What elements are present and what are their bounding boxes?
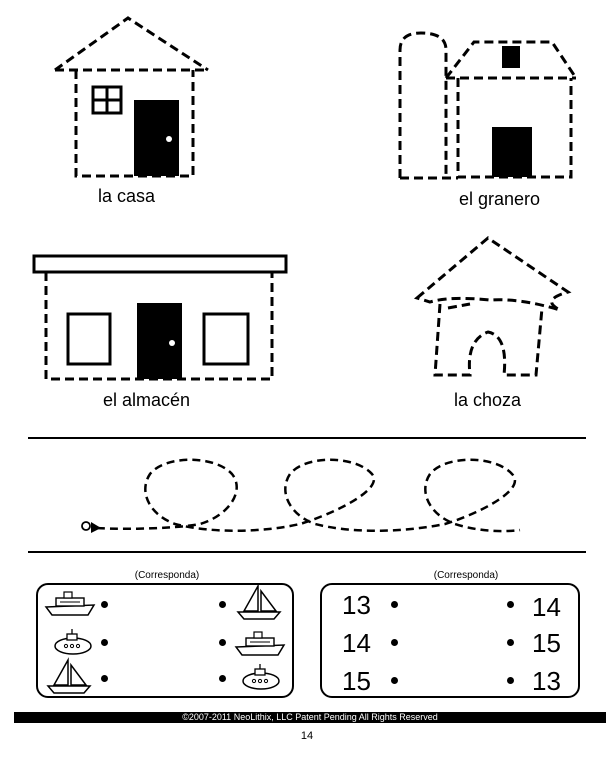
dot-left-number-1[interactable] <box>391 601 398 608</box>
house-label-almacen: el almacén <box>103 390 191 410</box>
sailboat-icon <box>46 657 92 694</box>
dot-right-number-1[interactable] <box>507 601 514 608</box>
dot-left-picture-1[interactable] <box>101 601 108 608</box>
dot-right-number-2[interactable] <box>507 639 514 646</box>
left-number-1: 13 <box>342 590 371 620</box>
matching-right-title: (Corresponda) <box>433 570 499 581</box>
page-number: 14 <box>300 730 314 742</box>
matching-box-numbers <box>320 583 580 698</box>
ship-icon <box>44 591 96 616</box>
copyright-bar: ©2007-2011 NeoLithix, LLC Patent Pending… <box>14 712 606 723</box>
dot-right-number-3[interactable] <box>507 677 514 684</box>
right-number-1: 14 <box>532 592 561 622</box>
ship-icon <box>234 631 286 656</box>
dot-right-picture-2[interactable] <box>219 639 226 646</box>
matching-left-title: (Corresponda) <box>134 570 200 581</box>
right-number-3: 13 <box>532 666 561 696</box>
dot-left-picture-2[interactable] <box>101 639 108 646</box>
left-number-2: 14 <box>342 628 371 658</box>
submarine-icon <box>54 629 92 655</box>
dot-left-number-3[interactable] <box>391 677 398 684</box>
dot-left-picture-3[interactable] <box>101 675 108 682</box>
left-number-3: 15 <box>342 666 371 696</box>
submarine-icon <box>242 664 280 690</box>
dot-right-picture-3[interactable] <box>219 675 226 682</box>
house-label-choza: la choza <box>454 390 522 410</box>
house-label-granero: el granero <box>459 189 541 209</box>
right-number-2: 15 <box>532 628 561 658</box>
dot-right-picture-1[interactable] <box>219 601 226 608</box>
divider-bottom <box>28 551 586 553</box>
house-label-casa: la casa <box>98 186 156 206</box>
divider-top <box>28 437 586 439</box>
dot-left-number-2[interactable] <box>391 639 398 646</box>
sailboat-icon <box>236 583 282 620</box>
matching-box-pictures <box>36 583 294 698</box>
